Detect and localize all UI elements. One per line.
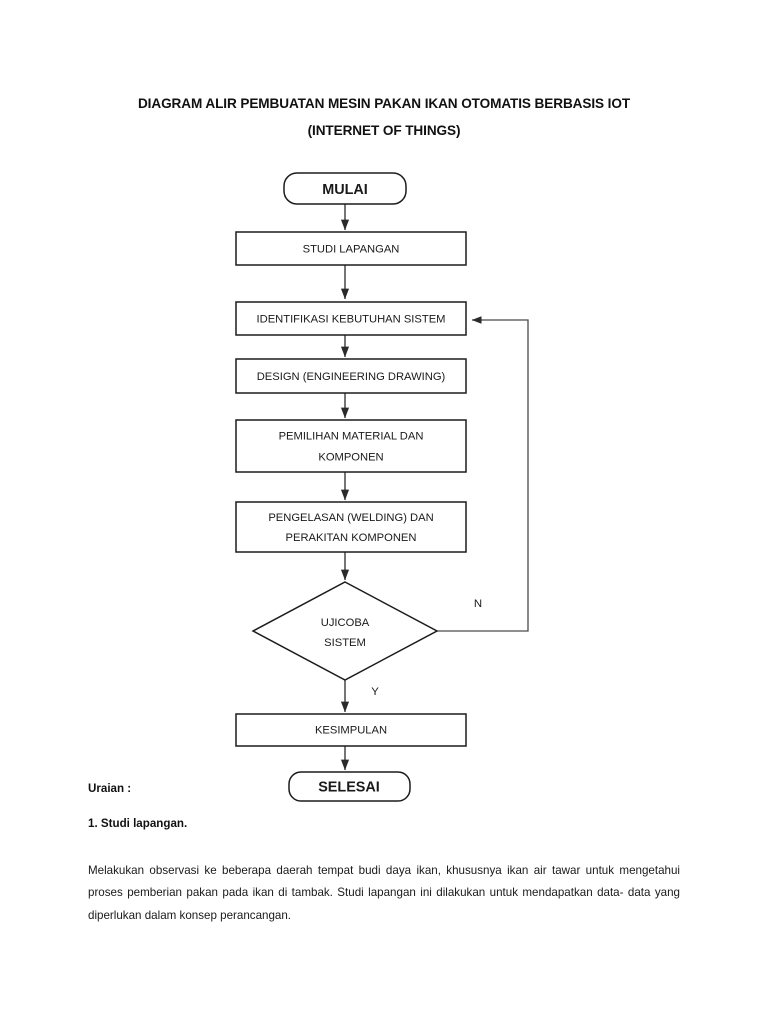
node-kesimpulan-shape [235,713,467,747]
node-end-shape [288,771,411,802]
branch-label-no: N [474,598,482,610]
uraian-label: Uraian : [88,782,132,795]
node-ujicoba-shape [251,581,439,681]
node-identifikasi-label: IDENTIFIKASI KEBUTUHAN SISTEM [257,313,446,325]
node-ujicoba-label-line2: SISTEM [324,637,366,649]
node-kesimpulan-label: KESIMPULAN [315,724,387,736]
node-pengelasan-shape [235,501,467,553]
node-end-label: SELESAI [318,779,380,795]
connector-feedback-loop-no [437,316,529,632]
node-studi-shape [235,231,467,266]
page-title: DIAGRAM ALIR PEMBUATAN MESIN PAKAN IKAN … [88,90,680,144]
node-start-label: MULAI [322,182,368,198]
branch-label-yes: Y [371,686,379,698]
body-paragraph: Melakukan observasi ke beberapa daerah t… [88,863,680,922]
node-pemilihan-label-line2: KOMPONEN [318,451,383,463]
node-pengelasan-label-line1: PENGELASAN (WELDING) DAN [268,512,433,524]
node-start-shape [283,172,407,205]
node-pemilihan-label-line1: PEMILIHAN MATERIAL DAN [279,430,424,442]
title-line-1: DIAGRAM ALIR PEMBUATAN MESIN PAKAN IKAN … [137,96,631,111]
section-heading-studi-lapangan: 1. Studi lapangan. [88,817,188,830]
node-design-label: DESIGN (ENGINEERING DRAWING) [257,371,446,383]
node-pemilihan-shape [235,419,467,473]
node-identifikasi-shape [235,301,467,336]
node-design-shape [235,358,467,394]
node-ujicoba-label-line1: UJICOBA [321,617,370,629]
node-pengelasan-label-line2: PERAKITAN KOMPONEN [286,532,417,544]
node-studi-label: STUDI LAPANGAN [303,243,400,255]
title-line-2: (INTERNET OF THINGS) [307,123,461,138]
